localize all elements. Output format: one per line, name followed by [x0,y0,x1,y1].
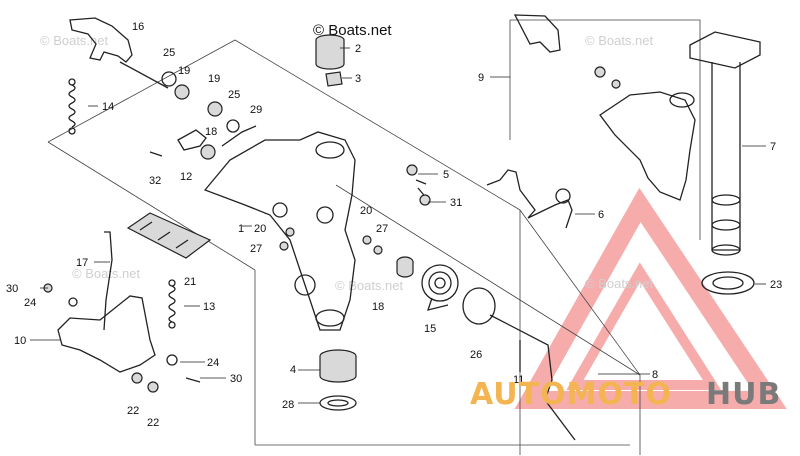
callout-29: 29 [250,104,262,116]
part-18-collar [200,144,216,160]
automotohub-wordmark: AUTOMOTO HUB [470,377,781,412]
callout-21: 21 [184,276,196,288]
part-22-nut [147,381,159,393]
part-20-nut [285,227,295,237]
callout-22: 22 [127,405,139,417]
callout-10: 10 [14,335,26,347]
part-6-wire-spring [486,169,573,229]
callout-2: 2 [355,43,361,55]
callout-6: 6 [598,209,604,221]
callout-26: 26 [470,349,482,361]
callout-15: 15 [424,323,436,335]
callout-16: 16 [132,21,144,33]
callout-27: 27 [376,223,388,235]
part-4-bushing [319,349,357,383]
callout-31: 31 [450,197,462,209]
part-30-bolt [185,377,201,383]
callout-9: 9 [478,72,484,84]
callout-22: 22 [147,417,159,429]
part-22-nut [131,372,143,384]
part-20-nut [362,235,372,245]
callout-25: 25 [163,47,175,59]
part-14-spring [68,78,76,135]
callout-1: 1 [238,223,244,235]
part-5-nut [406,164,418,176]
leader-lines [30,47,766,404]
part-16-bracket [69,17,169,89]
callout-12: 12 [180,171,192,183]
part-29-clip [221,125,257,147]
part-24-washer [68,297,78,307]
callout-19: 19 [208,73,220,85]
part-9-bracket-assembly [513,14,696,201]
brand-text-hub: HUB [706,377,781,412]
callout-27: 27 [250,243,262,255]
part-12-link [177,129,207,151]
callout-18: 18 [372,301,384,313]
part-2-bushing [315,34,345,70]
callout-3: 3 [355,73,361,85]
part-28-ring [319,395,357,411]
callout-11: 11 [513,374,524,386]
part-19-bushing [207,101,223,117]
part-23-ring [701,271,755,295]
part-24-washer [166,354,178,366]
part-25-washer [226,119,240,133]
watermark: © Boats.net [585,276,654,291]
part-7-steering-shaft [689,31,761,256]
watermark: © Boats.net [585,33,654,48]
part-26-washer [462,287,496,325]
callout-18: 18 [205,126,217,138]
callout-20: 20 [254,223,266,235]
watermark: © Boats.net [72,266,141,281]
callout-13: 13 [203,301,215,313]
part-25-washer [161,71,177,87]
callout-23: 23 [770,279,782,291]
callout-8: 8 [652,369,658,381]
callout-25: 25 [228,89,240,101]
part-17-wire [103,231,113,331]
callout-24: 24 [207,357,219,369]
part-21-plate [126,212,212,259]
callout-14: 14 [102,101,114,113]
callout-20: 20 [360,205,372,217]
part-32-pin [149,151,163,157]
callout-28: 28 [282,399,294,411]
part-27-bolt [373,245,383,255]
part-3-shim [325,71,343,87]
part-1-swivel-bracket [203,131,356,331]
part-13-spring [168,279,176,329]
callout-30: 30 [230,373,242,385]
callout-19: 19 [178,65,190,77]
callout-30: 30 [6,283,18,295]
callout-labels: 1 2 3 4 5 6 7 8 9 10 11 12 13 14 15 16 1… [6,21,782,429]
callout-32: 32 [149,175,161,187]
watermark: © Boats.net [335,278,404,293]
part-18-collar [396,256,414,278]
callout-17: 17 [76,257,88,269]
callout-24: 24 [24,297,36,309]
assembly-frame-lines [47,19,701,455]
part-27-bolt [279,241,289,251]
callout-7: 7 [770,141,776,153]
part-8-handle [489,314,576,441]
part-31-bolt [419,194,431,206]
brand-text-automoto: AUTOMOTO [470,377,672,412]
callout-4: 4 [290,364,296,376]
part-10-bracket [57,295,156,373]
watermark: © Boats.net [40,33,109,48]
callout-5: 5 [443,169,449,181]
part-15-spring [421,264,459,311]
part-19-bushing [174,84,190,100]
automotohub-logo-mark [514,187,787,409]
